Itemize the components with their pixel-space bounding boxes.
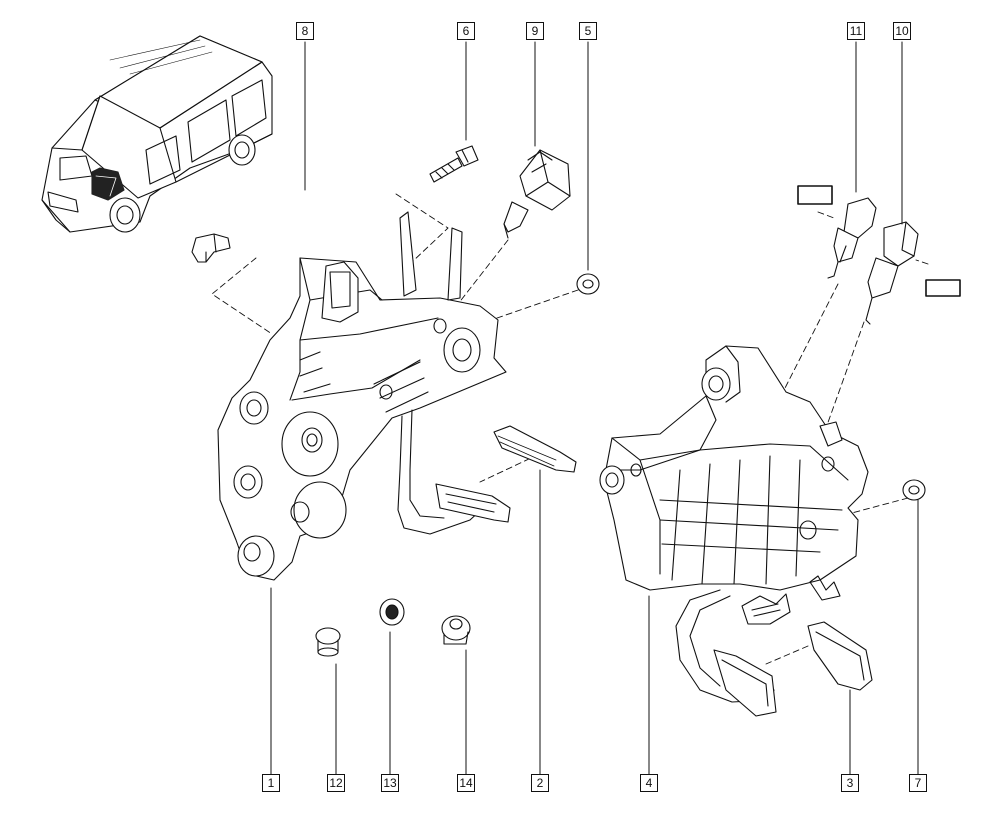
van-locator-illustration (41, 35, 273, 233)
clip-part-8 (191, 233, 231, 263)
pedal-box-bracket (217, 211, 511, 581)
callout-4: 4 (640, 774, 658, 792)
callout-3: 3 (841, 774, 859, 792)
bushing-part-14 (441, 615, 471, 645)
callout-5: 5 (579, 22, 597, 40)
ring-part-13 (379, 598, 405, 626)
pedal-box-part-4 (599, 345, 869, 717)
callout-6: 6 (457, 22, 475, 40)
callout-10: 10 (893, 22, 911, 40)
callout-1: 1 (262, 774, 280, 792)
switch-part-11 (827, 197, 877, 279)
callout-12: 12 (327, 774, 345, 792)
callout-7: 7 (909, 774, 927, 792)
bolt-part-6 (429, 145, 479, 183)
pedal-pad-part-2 (493, 425, 577, 473)
switch-part-10 (865, 221, 919, 325)
blank-reference-label (797, 185, 833, 205)
switch-part-9 (503, 149, 571, 239)
pedal-pad-part-3 (807, 621, 873, 691)
callout-9: 9 (526, 22, 544, 40)
blank-reference-label (925, 279, 961, 297)
callout-13: 13 (381, 774, 399, 792)
washer-part-5 (576, 273, 600, 295)
callout-leader-lines (270, 41, 919, 775)
callout-14: 14 (457, 774, 475, 792)
callout-11: 11 (847, 22, 865, 40)
grommet-part-12 (315, 627, 341, 657)
washer-part-7 (902, 479, 926, 501)
callout-8: 8 (296, 22, 314, 40)
callout-2: 2 (531, 774, 549, 792)
